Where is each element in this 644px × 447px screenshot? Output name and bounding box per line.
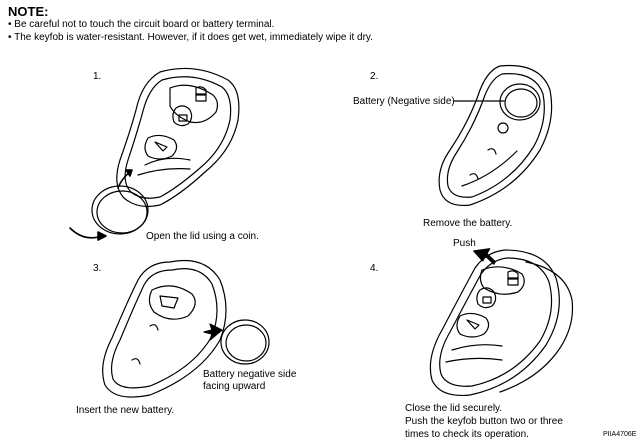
note-bullet-1: • Be careful not to touch the circuit bo…: [8, 19, 275, 30]
step-3-keyfob: [102, 259, 227, 398]
step-4-caption-line-3: times to check its operation.: [405, 429, 529, 440]
step-3-new-battery: [220, 319, 270, 365]
step-4-push-arrow: [473, 248, 496, 265]
step-3-number: 3.: [93, 263, 102, 274]
step-1-keyfob: [116, 67, 240, 208]
step-2-number: 2.: [370, 71, 379, 82]
step-1-number: 1.: [93, 71, 102, 82]
step-3-caption: Insert the new battery.: [76, 405, 175, 416]
step-4-button-top: [479, 266, 525, 295]
step-2-battery-label: Battery (Negative side): [353, 96, 455, 107]
step-4-caption-line-2: Push the keyfob button two or three: [405, 416, 563, 427]
step-2-keyfob: [438, 64, 553, 207]
step-1-panic-button: [144, 134, 178, 160]
step-1-coin: [91, 185, 149, 235]
step-2-battery: [499, 83, 541, 121]
note-bullet-2: • The keyfob is water-resistant. However…: [8, 32, 373, 43]
step-3-battery-seat: [148, 285, 196, 320]
step-1-caption: Open the lid using a coin.: [146, 231, 259, 242]
note-title: NOTE:: [8, 4, 49, 19]
step-3-battery-label-line-2: facing upward: [203, 381, 266, 392]
step-4-number: 4.: [370, 263, 379, 274]
step-4-keyfob: [429, 249, 574, 397]
step-3-battery-label-line-1: Battery negative side: [203, 369, 297, 380]
step-1-button-top: [169, 84, 219, 124]
step-1-arrows: [69, 169, 133, 241]
step-4-push-label: Push: [453, 238, 476, 249]
step-4-caption-line-1: Close the lid securely.: [405, 403, 503, 414]
step-3-arrow: [203, 323, 223, 341]
figure-code: PIIA4706E: [603, 431, 637, 438]
step-2-caption: Remove the battery.: [423, 218, 513, 229]
step-4-panic-button: [456, 312, 490, 338]
